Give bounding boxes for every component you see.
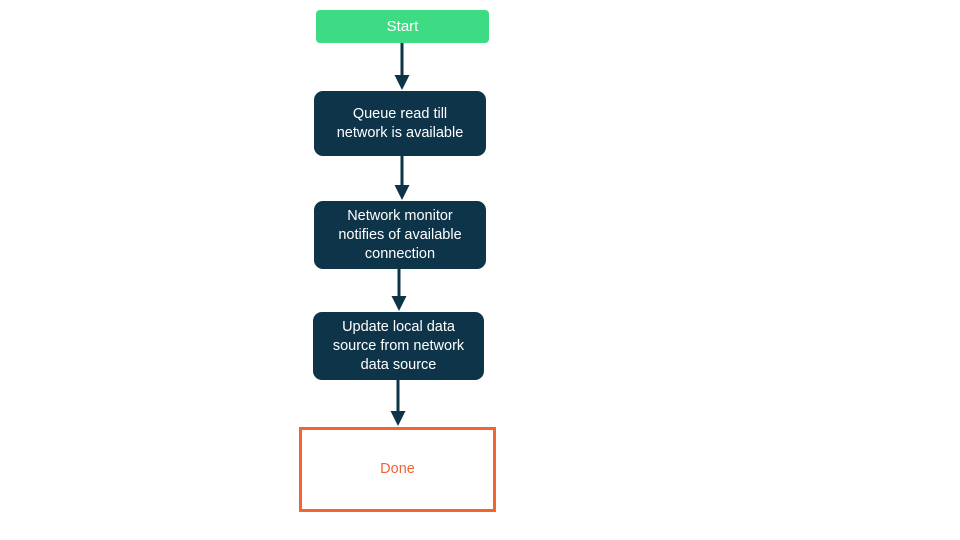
node-update-local-data-source-label: Update local data source from network da… — [332, 318, 465, 373]
edge-start-to-queue — [390, 43, 414, 91]
node-start[interactable]: Start — [316, 10, 489, 43]
node-queue-read-label: Queue read till network is available — [336, 105, 464, 141]
node-done[interactable]: Done — [299, 427, 496, 512]
node-done-label: Done — [380, 461, 415, 477]
edge-queue-to-monitor — [390, 156, 414, 201]
node-update-local-data-source[interactable]: Update local data source from network da… — [313, 312, 484, 380]
edge-update-to-done — [386, 380, 410, 427]
node-queue-read[interactable]: Queue read till network is available — [314, 91, 486, 156]
node-network-monitor-label: Network monitor notifies of available co… — [338, 207, 462, 262]
node-start-label: Start — [386, 18, 419, 35]
node-network-monitor[interactable]: Network monitor notifies of available co… — [314, 201, 486, 269]
edge-monitor-to-update — [387, 269, 411, 312]
